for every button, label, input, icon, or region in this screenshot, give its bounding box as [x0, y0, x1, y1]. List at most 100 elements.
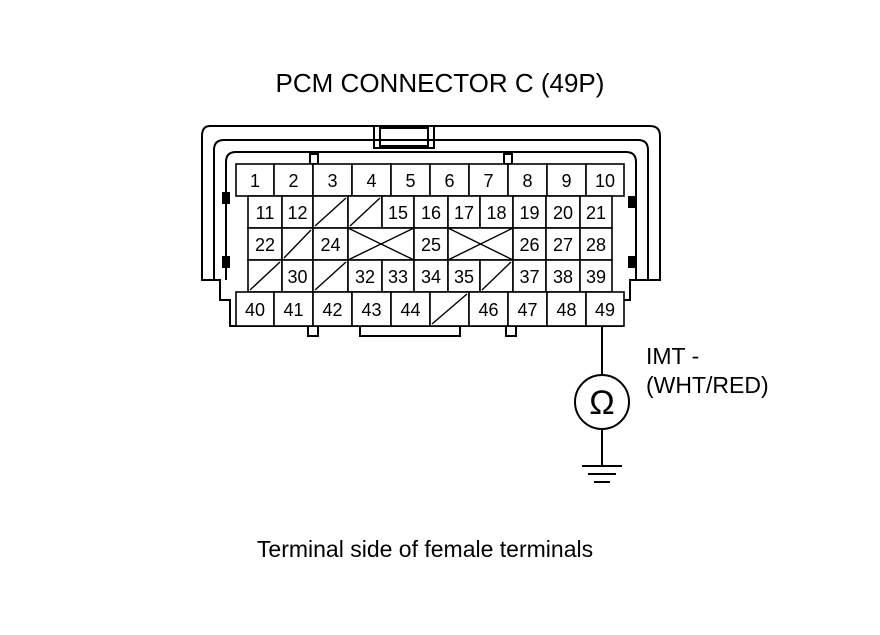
terminal-cell-border — [507, 291, 548, 327]
terminal-cell: 25 — [413, 227, 449, 261]
terminal-cell: 11 — [247, 195, 283, 229]
terminal-cell: 18 — [479, 195, 514, 229]
terminal-cell-border — [585, 291, 625, 327]
terminal-number: 4 — [366, 171, 376, 191]
terminal-cell-empty — [347, 227, 415, 261]
terminal-cell-empty — [247, 259, 283, 293]
terminal-number: 9 — [561, 171, 571, 191]
terminal-number: 22 — [255, 235, 275, 255]
blank-mark — [349, 197, 381, 227]
terminal-cell-border — [579, 259, 613, 293]
ohm-symbol: Ω — [589, 384, 614, 422]
terminal-number: 32 — [355, 267, 375, 287]
probe-label-line1: IMT - — [646, 343, 699, 369]
terminal-cell: 32 — [347, 259, 383, 293]
terminal-cell: 41 — [273, 291, 314, 327]
diagram-caption: Terminal side of female terminals — [257, 536, 593, 562]
terminal-number: 20 — [553, 203, 573, 223]
terminal-cell: 19 — [512, 195, 547, 229]
terminal-cell-border — [390, 163, 431, 197]
blank-mark — [431, 293, 468, 325]
terminal-cell: 38 — [545, 259, 581, 293]
terminal-cell: 33 — [381, 259, 415, 293]
terminal-number: 15 — [388, 203, 408, 223]
terminal-cell: 22 — [247, 227, 283, 261]
terminal-number: 26 — [519, 235, 539, 255]
terminal-cell-empty — [447, 227, 514, 261]
terminal-cell: 44 — [390, 291, 431, 327]
terminal-number: 21 — [586, 203, 606, 223]
terminal-cell: 21 — [579, 195, 613, 229]
blank-mark — [447, 227, 514, 261]
terminal-cell-empty — [347, 195, 383, 229]
terminal-cell: 10 — [585, 163, 625, 197]
blank-mark — [283, 229, 312, 259]
terminal-cell: 4 — [351, 163, 392, 197]
terminal-number: 6 — [444, 171, 454, 191]
terminal-number: 19 — [519, 203, 539, 223]
terminal-cell-empty — [312, 195, 349, 229]
terminal-number: 30 — [287, 267, 307, 287]
terminal-number: 49 — [595, 300, 615, 320]
terminal-cell-empty — [281, 227, 314, 261]
terminal-number: 10 — [595, 171, 615, 191]
terminal-cell-border — [546, 163, 587, 197]
terminal-number: 16 — [421, 203, 441, 223]
terminal-number: 17 — [454, 203, 474, 223]
terminal-cell: 27 — [545, 227, 581, 261]
terminal-cell: 49 — [585, 291, 625, 327]
ground-icon — [582, 465, 622, 483]
terminal-cell: 40 — [235, 291, 275, 327]
terminal-cell: 35 — [447, 259, 481, 293]
terminal-cell: 1 — [235, 163, 275, 197]
terminal-cell: 6 — [429, 163, 470, 197]
terminal-cell: 46 — [468, 291, 509, 327]
terminal-number: 28 — [586, 235, 606, 255]
terminal-number: 33 — [388, 267, 408, 287]
ohmmeter-icon: Ω — [574, 374, 630, 430]
terminal-cell-border — [235, 163, 275, 197]
blank-mark — [481, 261, 512, 291]
terminal-number: 2 — [288, 171, 298, 191]
terminal-number: 24 — [320, 235, 340, 255]
terminal-cell: 20 — [545, 195, 581, 229]
terminal-number: 1 — [250, 171, 260, 191]
blank-mark — [314, 261, 347, 291]
terminal-cell-border — [468, 291, 509, 327]
terminal-number: 11 — [256, 203, 275, 223]
terminal-number: 7 — [483, 171, 493, 191]
blank-mark — [249, 261, 281, 291]
terminal-cell-border — [312, 227, 349, 261]
terminal-cell: 2 — [273, 163, 314, 197]
terminal-number: 35 — [454, 267, 474, 287]
terminal-cell-empty — [312, 259, 349, 293]
terminal-cell: 12 — [281, 195, 314, 229]
terminal-cell: 48 — [546, 291, 587, 327]
terminal-number: 34 — [421, 267, 441, 287]
terminal-cell: 24 — [312, 227, 349, 261]
terminal-number: 25 — [421, 235, 441, 255]
terminal-cell-border — [512, 259, 547, 293]
terminal-number: 3 — [327, 171, 337, 191]
terminal-cell-border — [413, 227, 449, 261]
terminal-number: 18 — [486, 203, 506, 223]
terminal-cell: 26 — [512, 227, 547, 261]
terminal-number: 48 — [556, 300, 576, 320]
terminal-cell: 7 — [468, 163, 509, 197]
terminal-number: 41 — [283, 300, 303, 320]
terminal-cell-border — [273, 291, 314, 327]
terminal-number: 8 — [522, 171, 532, 191]
terminal-cell: 3 — [312, 163, 353, 197]
terminal-cell: 30 — [281, 259, 314, 293]
terminal-number: 27 — [553, 235, 573, 255]
terminal-number: 46 — [478, 300, 498, 320]
terminal-number: 44 — [400, 300, 420, 320]
terminal-cell-border — [312, 163, 353, 197]
diagram-title: PCM CONNECTOR C (49P) — [276, 68, 605, 98]
terminal-cell: 9 — [546, 163, 587, 197]
